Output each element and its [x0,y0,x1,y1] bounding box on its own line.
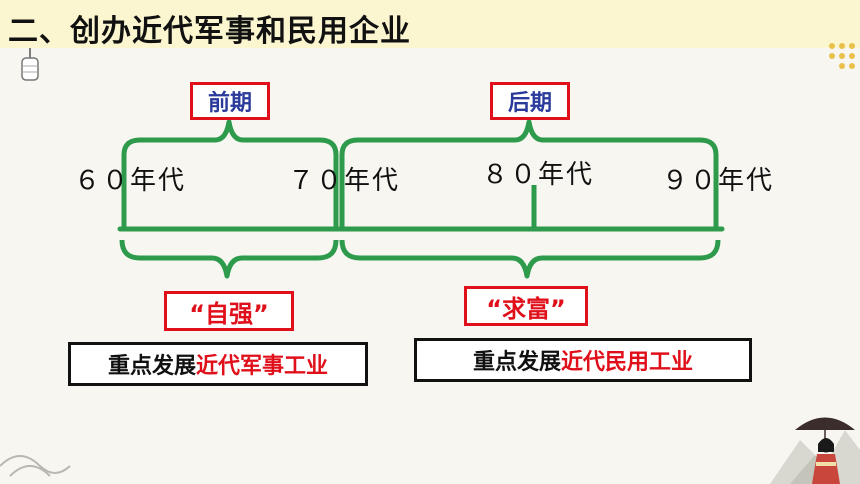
cloud-ornament-icon [0,455,71,477]
girl-with-umbrella-icon [795,417,855,484]
bracket-lower-early [119,239,339,279]
period-early-label: 前期 [190,82,270,120]
page-title: 二、创办近代军事和民用企业 [8,14,411,49]
bracket-upper-early [121,119,339,229]
title-bar: 二、创办近代军事和民用企业 [0,0,860,49]
decade-60s-label: ６０年代 [74,166,187,196]
decade-90s-label: ９０年代 [662,166,775,196]
bracket-lower-late [339,239,721,279]
focus-military-industry: 重点发展近代军事工业 [68,342,368,386]
period-late-label: 后期 [490,82,570,120]
bracket-upper-late [339,119,719,229]
decade-80s-label: ８０年代 [482,160,595,190]
focus-late-prefix: 重点发展 [472,350,561,375]
focus-early-highlight: 近代军事工业 [196,354,329,379]
slogan-seeking-wealth: “求富” [464,286,588,326]
focus-early-prefix: 重点发展 [107,354,196,379]
dots-decoration [829,43,855,69]
focus-civilian-industry: 重点发展近代民用工业 [414,338,752,382]
lantern-icon [21,48,39,81]
slogan-self-strengthening: “自强” [164,291,294,331]
decade-70s-label: ７０年代 [288,166,401,196]
focus-late-highlight: 近代民用工业 [561,350,694,375]
